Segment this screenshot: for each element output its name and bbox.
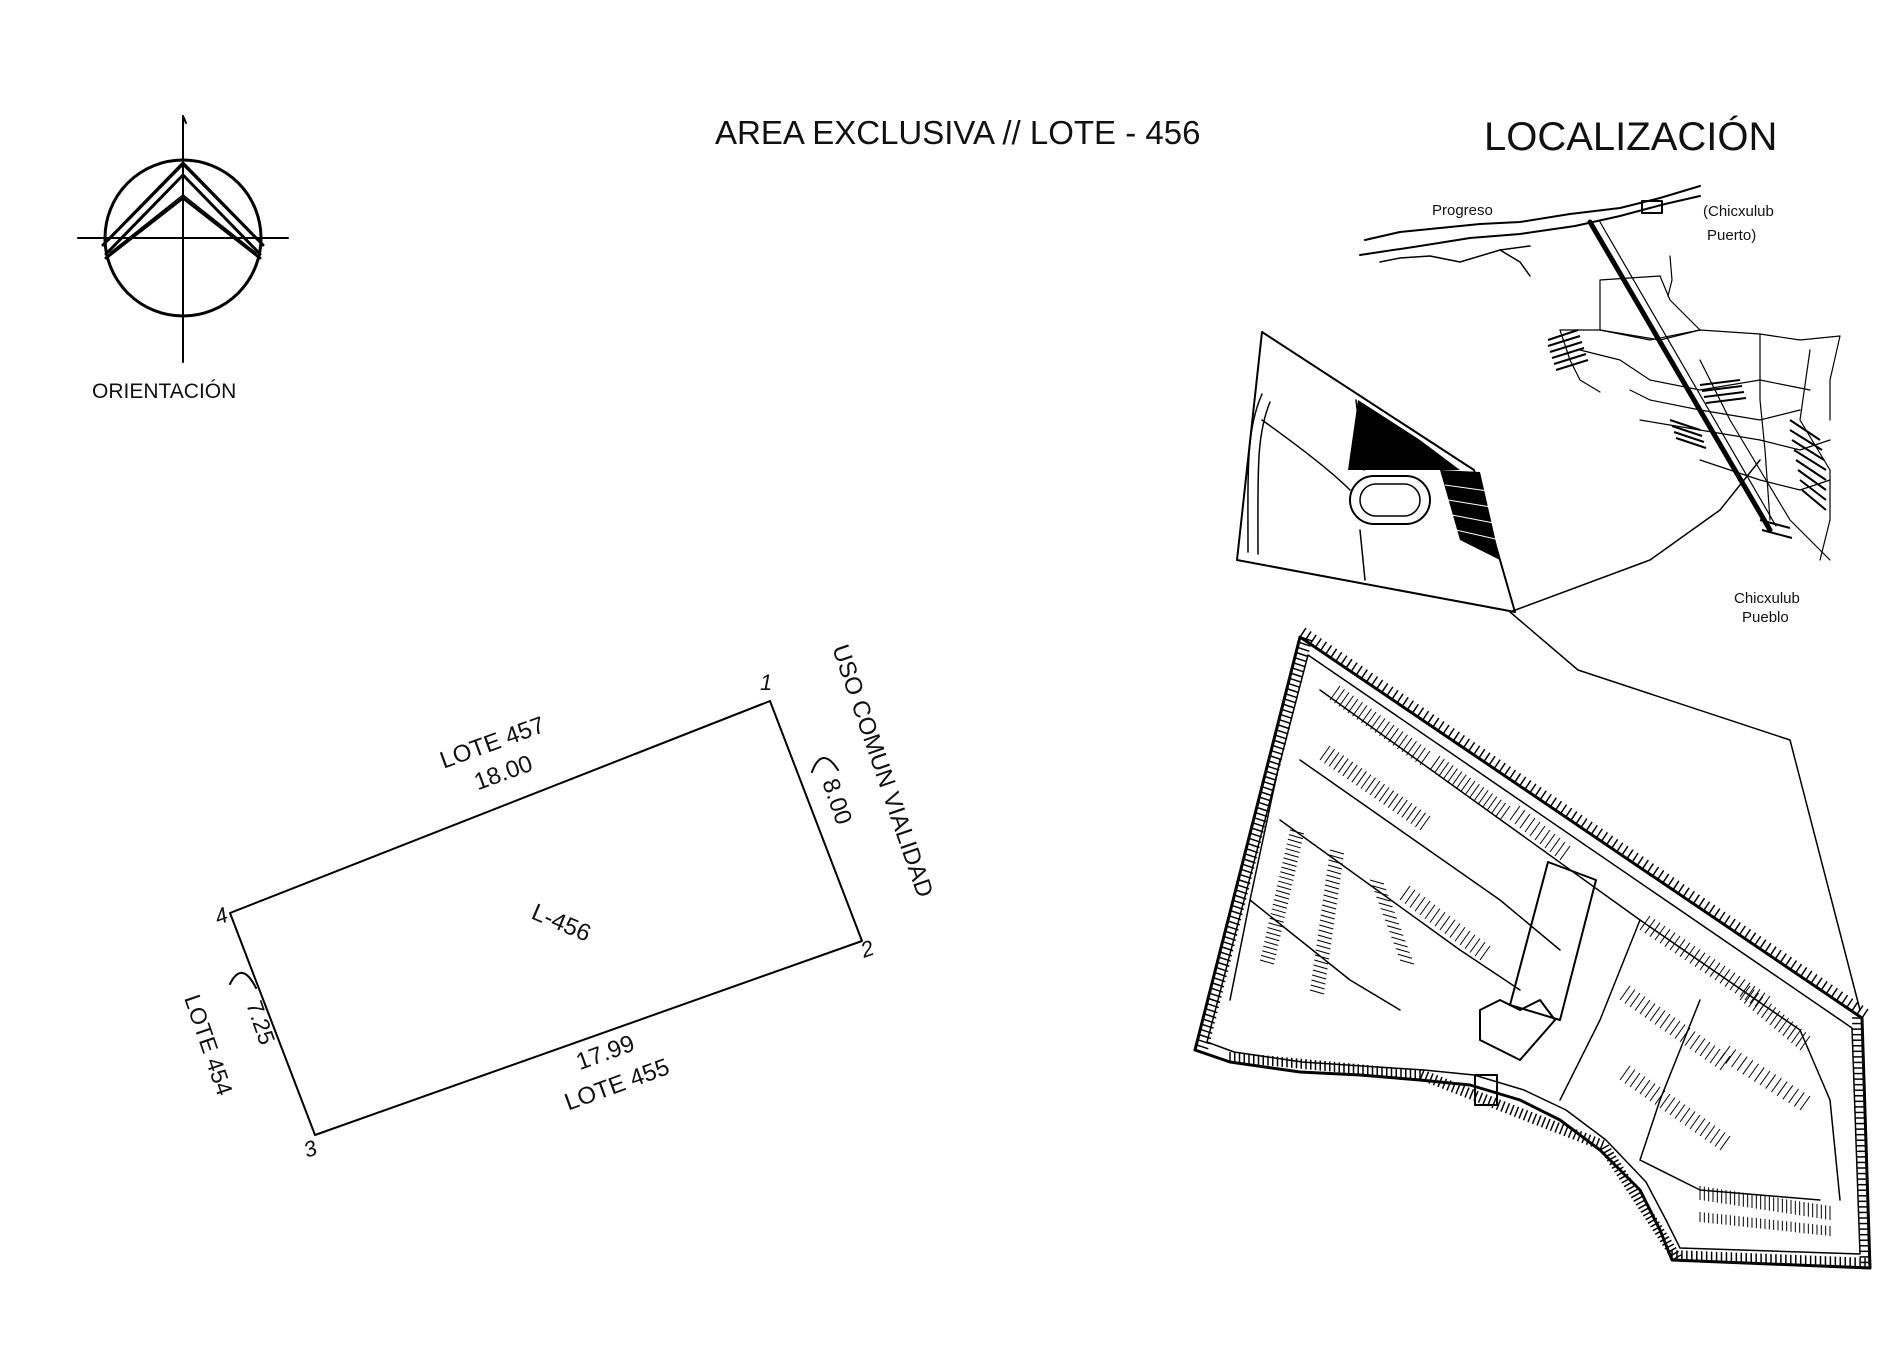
vertex-label-2: 2 <box>856 935 877 963</box>
place-chicxulub-puerto-1: (Chicxulub <box>1703 203 1774 220</box>
vertex-label-1: 1 <box>760 670 772 695</box>
location-regional-map <box>1359 185 1841 613</box>
place-chicxulub-puerto-2: Puerto) <box>1707 227 1756 244</box>
right-side-curve-mark <box>811 757 839 773</box>
place-chicxulub-pueblo-1: Chicxulub <box>1734 590 1800 607</box>
left-side-curve-mark <box>229 972 257 989</box>
vertex-label-4: 4 <box>211 902 231 930</box>
orientation-label: ORIENTACIÓN <box>92 380 236 403</box>
development-site-plan <box>1193 627 1872 1270</box>
left-side-neighbor: LOTE 454 <box>179 991 238 1099</box>
location-title: LOCALIZACIÓN <box>1484 114 1777 159</box>
place-chicxulub-pueblo-2: Pueblo <box>1742 609 1789 626</box>
vertex-label-3: 3 <box>300 1135 321 1163</box>
right-side-length: 8.00 <box>816 775 857 828</box>
lot-name-label: L-456 <box>528 899 595 948</box>
page-title: AREA EXCLUSIVA // LOTE - 456 <box>715 114 1200 151</box>
map-connector-line <box>1509 611 1861 1011</box>
place-progreso: Progreso <box>1432 202 1493 219</box>
right-side-neighbor: USO COMUN VIALIDAD <box>826 641 938 901</box>
left-side-length: 7.25 <box>241 997 280 1048</box>
lot-polygon <box>229 700 863 1136</box>
location-inset-map <box>1236 331 1516 613</box>
north-arrow-icon <box>77 115 289 363</box>
